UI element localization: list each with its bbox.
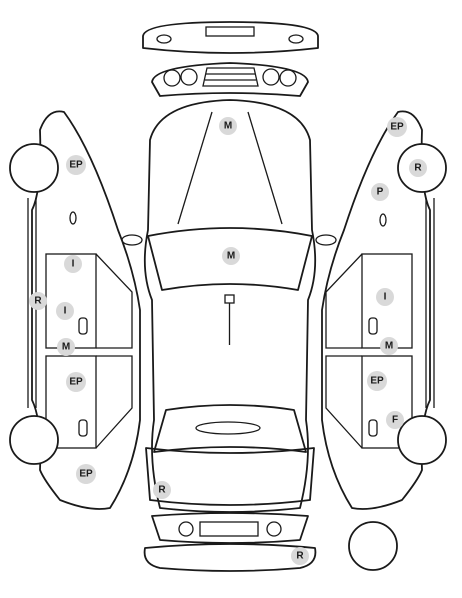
damage-code: I: [384, 292, 387, 303]
damage-code: I: [64, 306, 67, 317]
front-grille[interactable]: [151, 62, 309, 97]
damage-code: EP: [390, 122, 404, 133]
damage-marker[interactable]: EP: [387, 117, 407, 137]
damage-marker[interactable]: R: [29, 292, 47, 310]
damage-code: M: [227, 251, 235, 262]
damage-marker[interactable]: F: [386, 411, 404, 429]
damage-marker[interactable]: EP: [76, 464, 96, 484]
damage-marker[interactable]: M: [222, 247, 240, 265]
damage-code: EP: [79, 469, 93, 480]
damage-code: R: [158, 485, 166, 496]
left-side-view[interactable]: [9, 110, 141, 510]
damage-marker[interactable]: EP: [66, 372, 86, 392]
spare-wheel[interactable]: [348, 521, 398, 571]
rear-bumper[interactable]: [143, 512, 317, 572]
damage-code: R: [34, 296, 42, 307]
damage-code: M: [385, 341, 393, 352]
front-bumper[interactable]: [142, 21, 319, 54]
damage-marker[interactable]: P: [371, 183, 389, 201]
damage-marker[interactable]: R: [409, 159, 427, 177]
damage-marker[interactable]: I: [56, 302, 74, 320]
damage-code: EP: [370, 376, 384, 387]
damage-code: I: [72, 259, 75, 270]
damage-marker[interactable]: R: [153, 481, 171, 499]
damage-code: R: [414, 163, 422, 174]
damage-code: F: [392, 415, 398, 426]
right-side-view[interactable]: [321, 110, 447, 510]
damage-marker[interactable]: M: [380, 337, 398, 355]
damage-marker[interactable]: R: [291, 547, 309, 565]
damage-code: EP: [69, 377, 83, 388]
damage-marker[interactable]: I: [64, 255, 82, 273]
damage-marker[interactable]: M: [57, 338, 75, 356]
damage-code: EP: [69, 160, 83, 171]
damage-marker[interactable]: EP: [66, 155, 86, 175]
damage-marker[interactable]: M: [219, 117, 237, 135]
damage-marker[interactable]: I: [376, 288, 394, 306]
damage-code: P: [377, 187, 384, 198]
damage-code: R: [296, 551, 304, 562]
damage-code: M: [62, 342, 70, 353]
damage-code: M: [224, 121, 232, 132]
car-body-top[interactable]: [121, 99, 337, 513]
damage-marker[interactable]: EP: [367, 371, 387, 391]
